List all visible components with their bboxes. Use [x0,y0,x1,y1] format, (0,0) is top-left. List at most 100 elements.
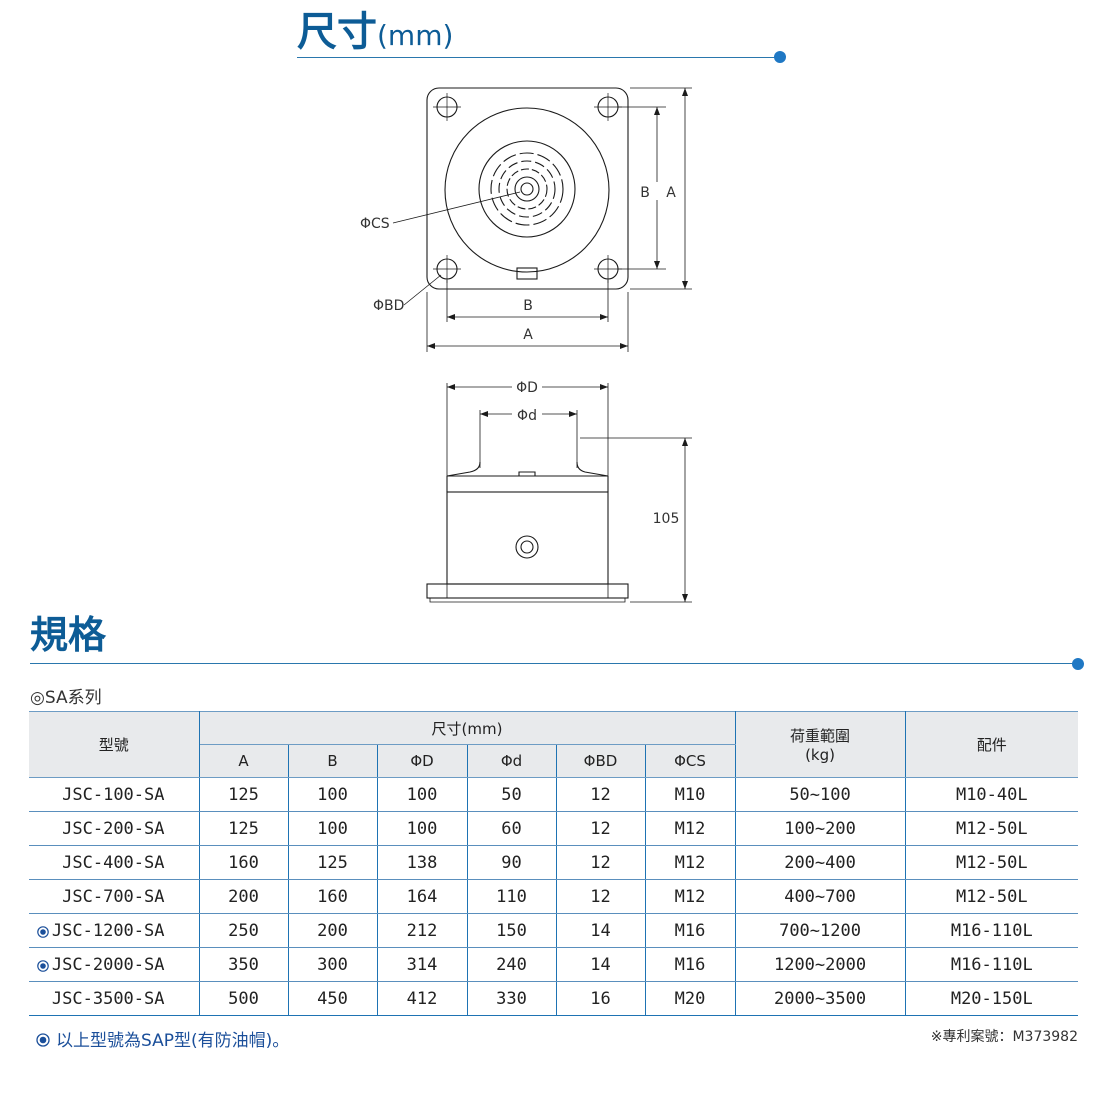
header-size-group: 尺寸(mm) [198,711,736,745]
header-load-range: 荷重範圍 (kg) [734,711,906,778]
cell-a: 125 [198,811,289,846]
cell-d: 164 [376,879,468,914]
cell-acc: M12-50L [904,811,1079,846]
cell-load: 1200~2000 [734,947,906,982]
sap-mark-icon [36,1032,50,1052]
cell-model-text: JSC-700-SA [62,886,165,907]
technical-drawing: ΦCS ΦBD B A B A ΦD Φd 105 [360,87,692,603]
header-model: 型號 [29,711,200,778]
sap-mark-icon [37,923,49,938]
cell-d: 412 [376,981,468,1016]
cell-acc: M12-50L [904,845,1079,880]
footer-note: 以上型號為SAP型(有防油帽)。 [36,1026,289,1052]
cell-cs: M12 [644,811,736,846]
side-view-body [446,491,609,585]
header-load-range-line1: 荷重範圍 [790,727,851,745]
dimensions-rule [297,57,780,58]
cell-bd: 12 [555,845,646,880]
cell-a: 160 [198,845,289,880]
cell-bd: 16 [555,981,646,1016]
cell-load: 200~400 [734,845,906,880]
label-a-vertical: A [666,185,676,201]
cell-acc: M16-110L [904,913,1079,948]
cell-acc: M20-150L [904,981,1079,1016]
cell-load: 700~1200 [734,913,906,948]
cell-d: 138 [376,845,468,880]
cell-sd: 90 [466,845,557,880]
cell-a: 250 [198,913,289,948]
top-view-center-boss [514,176,540,202]
cell-b: 160 [287,879,378,914]
patent-number: ※專利案號：M373982 [930,1029,1078,1045]
cell-acc: M16-110L [904,947,1079,982]
top-view-body-circle [444,107,610,273]
cell-load: 50~100 [734,777,906,812]
top-view-vent-ring [490,152,564,226]
cell-bd: 12 [555,777,646,812]
header-col-cs: ΦCS [644,744,736,778]
header-col-b: B [287,744,378,778]
spec-rule-dot [1072,658,1084,670]
label-bd: ΦBD [373,298,404,314]
cell-a: 200 [198,879,289,914]
top-view-vent-ring [506,168,548,210]
bd-leader [403,274,442,306]
cell-cs: M10 [644,777,736,812]
cell-cs: M16 [644,913,736,948]
cell-acc: M12-50L [904,879,1079,914]
cell-b: 100 [287,777,378,812]
cell-cs: M20 [644,981,736,1016]
cell-b: 200 [287,913,378,948]
footer-note-text: 以上型號為SAP型(有防油帽)。 [56,1031,290,1051]
series-label: ◎SA系列 [30,688,102,708]
cell-d: 100 [376,811,468,846]
spec-rule [30,663,1078,664]
cell-d: 212 [376,913,468,948]
cell-sd: 330 [466,981,557,1016]
cell-a: 350 [198,947,289,982]
cell-b: 125 [287,845,378,880]
label-height: 105 [653,511,680,527]
cell-cs: M12 [644,845,736,880]
cell-model-text: JSC-1200-SA [51,920,165,941]
cell-d: 314 [376,947,468,982]
cell-model-text: JSC-200-SA [62,818,165,839]
cell-b: 300 [287,947,378,982]
cell-bd: 12 [555,811,646,846]
cell-model-text: JSC-2000-SA [51,954,165,975]
header-load-range-line2: (kg) [805,746,835,764]
cell-bd: 12 [555,879,646,914]
sap-mark-icon [37,957,49,972]
top-view-flange [426,87,629,290]
dimensions-unit: (mm) [377,19,454,52]
cell-acc: M10-40L [904,777,1079,812]
cs-leader [392,191,521,224]
header-col-a: A [199,744,289,778]
label-small-d: Φd [517,408,537,424]
cell-b: 450 [287,981,378,1016]
dimensions-rule-dot [774,51,786,63]
spec-title: 規格 [30,613,107,657]
cell-model: JSC-400-SA [29,845,200,880]
label-b-vertical: B [640,185,650,201]
header-col-bd: ΦBD [555,744,646,778]
header-accessory: 配件 [904,711,1079,778]
top-view-center-hole [520,182,534,196]
cell-model: JSC-2000-SA [29,947,200,982]
cell-model-text: JSC-3500-SA [51,988,165,1009]
cell-d: 100 [376,777,468,812]
cell-model: JSC-1200-SA [29,913,200,948]
cell-sd: 240 [466,947,557,982]
cell-load: 2000~3500 [734,981,906,1016]
cell-model: JSC-3500-SA [29,981,200,1016]
label-cs: ΦCS [360,216,390,232]
side-view-flange [426,583,629,599]
cell-cs: M16 [644,947,736,982]
